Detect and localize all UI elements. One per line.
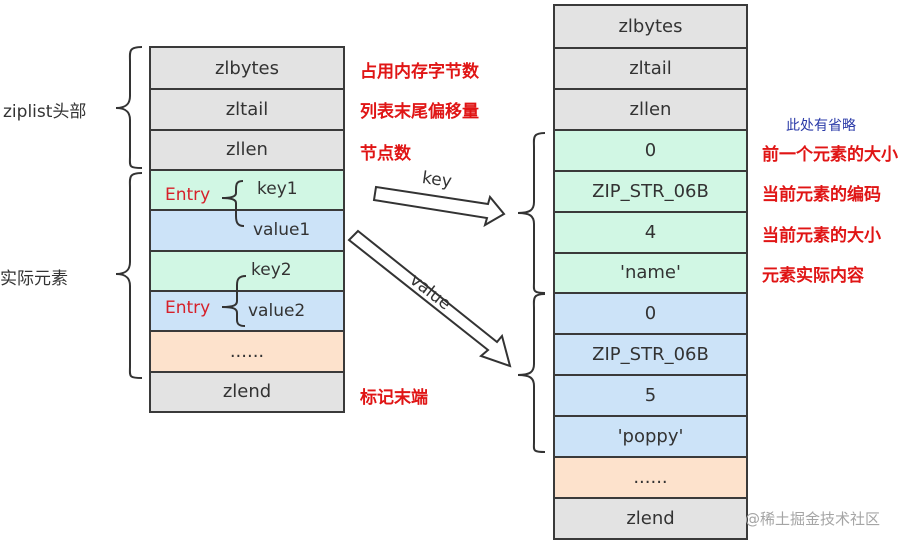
prev-entry-size-annotation: 前一个元素的大小 xyxy=(762,145,898,165)
entry1-brace-icon xyxy=(517,132,546,294)
right-list-cell: 4 xyxy=(555,210,746,252)
key-arrow-icon xyxy=(372,185,506,228)
right-list-cell: 5 xyxy=(555,374,746,416)
entry2-brace-icon xyxy=(517,293,546,453)
entry1-inner-brace-icon xyxy=(221,180,245,227)
right-list-cell: zlend xyxy=(555,497,746,538)
ziplist-header-label: ziplist头部 xyxy=(3,102,87,122)
right-list-cell: zlbytes xyxy=(555,6,746,47)
right-list-cell: 'name' xyxy=(555,251,746,293)
entry1-value: value1 xyxy=(253,220,311,240)
right-list-cell: zltail xyxy=(555,46,746,88)
right-list-cell: ZIP_STR_06B xyxy=(555,169,746,211)
right-list-cell: zllen xyxy=(555,87,746,129)
left-list-cell: zltail xyxy=(151,88,343,129)
omitted-note: 此处有省略 xyxy=(786,118,856,134)
entry1-key: key1 xyxy=(257,179,298,199)
left-list-cell xyxy=(151,169,343,210)
left-list-cell: zllen xyxy=(151,128,343,169)
left-list-cell: zlend xyxy=(151,370,343,411)
entry2-value: value2 xyxy=(248,301,306,321)
watermark: @稀土掘金技术社区 xyxy=(745,510,881,528)
entry-size-annotation: 当前元素的大小 xyxy=(762,226,881,246)
right-list-cell: ...... xyxy=(555,456,746,498)
left-list-cell xyxy=(151,249,343,290)
zltail-annotation: 列表末尾偏移量 xyxy=(360,102,479,122)
left-list-cell xyxy=(151,209,343,250)
entries-brace-icon xyxy=(115,172,143,379)
value-arrow-icon xyxy=(347,229,512,368)
right-list-cell: 0 xyxy=(555,292,746,334)
entry2-inner-brace-icon xyxy=(221,275,247,327)
content-annotation: 元素实际内容 xyxy=(762,266,864,286)
encoding-annotation: 当前元素的编码 xyxy=(762,185,881,205)
right-list-cell: 'poppy' xyxy=(555,415,746,457)
left-list-cell: zlbytes xyxy=(151,48,343,89)
entry2-label: Entry xyxy=(165,298,211,318)
header-brace-icon xyxy=(115,46,143,169)
key-arrow-label: key xyxy=(420,168,454,192)
entry2-key: key2 xyxy=(251,260,292,280)
right-list-cell: 0 xyxy=(555,128,746,170)
left-list-cell xyxy=(151,290,343,331)
left-list-cell: ...... xyxy=(151,330,343,371)
actual-elements-label: 实际元素 xyxy=(0,269,68,289)
entry1-label: Entry xyxy=(165,185,211,205)
zlend-annotation: 标记末端 xyxy=(360,388,428,408)
right-list-cell: ZIP_STR_06B xyxy=(555,333,746,375)
zlbytes-annotation: 占用内存字节数 xyxy=(360,62,479,82)
zllen-annotation: 节点数 xyxy=(360,144,411,164)
